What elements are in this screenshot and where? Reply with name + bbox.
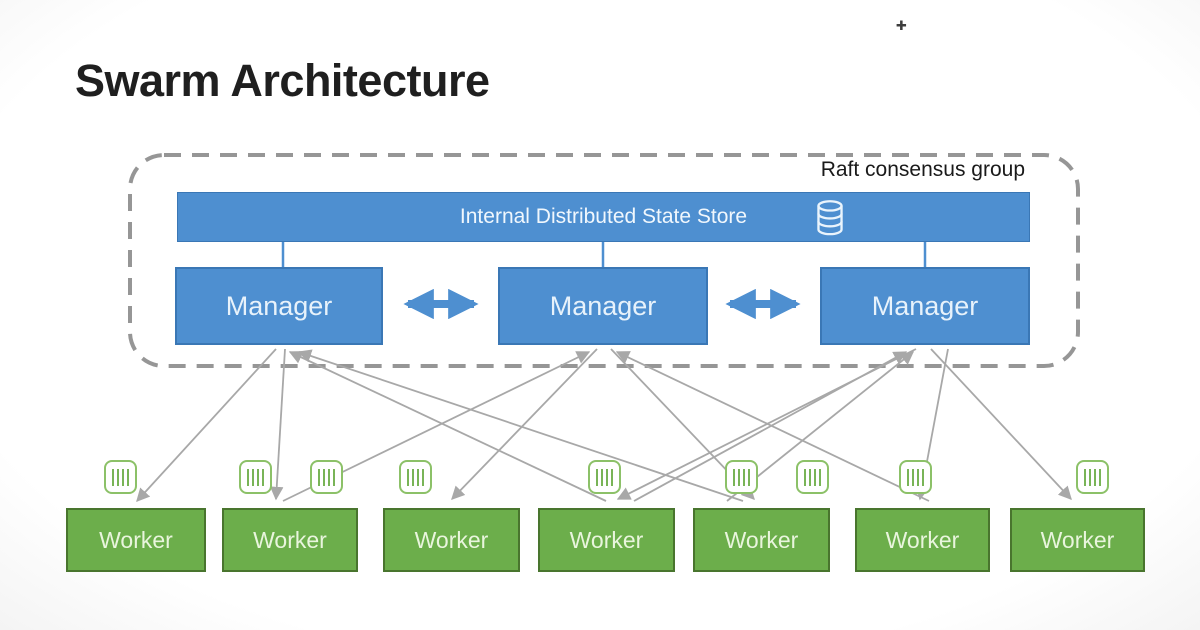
manager-node-3: Manager	[820, 267, 1030, 345]
worker-node-5: Worker	[693, 508, 830, 572]
worker-label: Worker	[724, 526, 799, 553]
worker-node-3: Worker	[383, 508, 520, 572]
link-worker-4-to-manager-1	[288, 351, 607, 502]
manager-label: Manager	[549, 290, 657, 321]
link-worker-6-to-manager-2	[615, 351, 930, 502]
plus-cursor: ✚	[896, 18, 907, 33]
link-manager-3-to-worker-6	[915, 348, 949, 501]
page-title: Swarm Architecture	[75, 55, 490, 106]
link-worker-4-to-manager-3	[633, 351, 908, 502]
state-store-connectors	[281, 242, 927, 268]
worker-label: Worker	[99, 526, 173, 553]
link-manager-1-to-worker-1	[136, 348, 277, 502]
manager-label: Manager	[225, 290, 333, 321]
link-worker-2-to-manager-2	[282, 351, 591, 502]
worker-node-6: Worker	[855, 508, 990, 572]
worker-label: Worker	[253, 526, 327, 553]
worker-node-2: Worker	[222, 508, 358, 572]
manager-node-1: Manager	[175, 267, 383, 345]
link-manager-2-to-worker-3	[451, 348, 598, 500]
state-store-bar: Internal Distributed State Store	[177, 192, 1030, 242]
worker-node-1: Worker	[66, 508, 206, 572]
link-manager-1-to-worker-2	[269, 348, 286, 501]
worker-label: Worker	[569, 526, 644, 553]
worker-label: Worker	[414, 526, 489, 553]
database-icon	[817, 200, 843, 236]
link-worker-5-to-manager-1	[297, 349, 744, 502]
worker-node-4: Worker	[538, 508, 675, 572]
manager-label: Manager	[871, 290, 979, 321]
link-worker-5-to-manager-3	[726, 351, 915, 502]
worker-node-7: Worker	[1010, 508, 1145, 572]
worker-label: Worker	[885, 526, 960, 553]
worker-label: Worker	[1040, 526, 1115, 553]
raft-group-boundary	[128, 153, 1080, 368]
state-store-label: Internal Distributed State Store	[459, 205, 748, 228]
link-manager-3-to-worker-7	[930, 348, 1072, 500]
manager-node-2: Manager	[498, 267, 708, 345]
raft-group-label: Raft consensus group	[820, 158, 1025, 181]
manager-worker-links	[136, 348, 1072, 502]
link-manager-2-to-worker-5	[610, 348, 755, 500]
